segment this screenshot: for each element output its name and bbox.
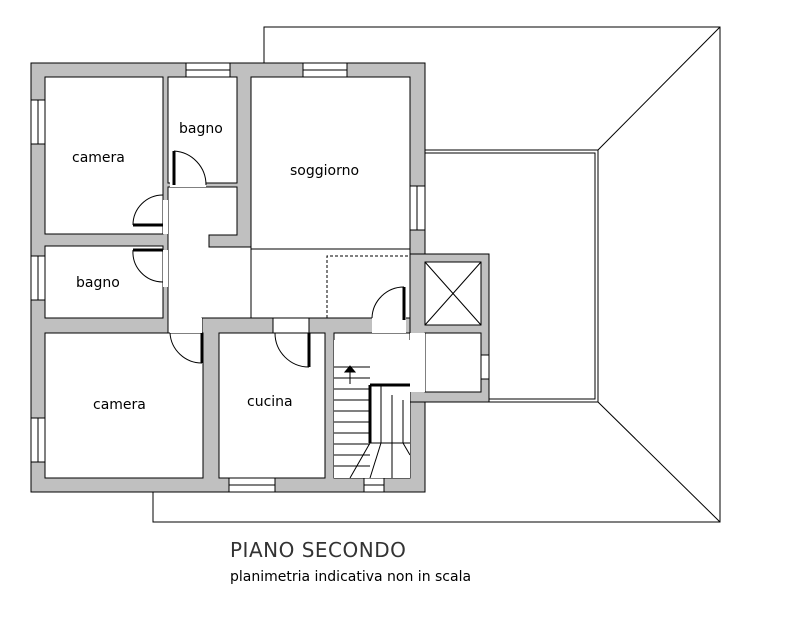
room-label-camera-bottom: camera [93, 397, 146, 413]
staircase [334, 340, 411, 479]
room-label-soggiorno: soggiorno [290, 163, 359, 179]
room-label-camera-top: camera [72, 150, 125, 166]
doors [132, 150, 408, 368]
roof-outline [152, 26, 721, 523]
service-block [409, 253, 490, 403]
plan-title: PIANO SECONDO [230, 538, 407, 562]
room-label-cucina: cucina [247, 394, 293, 410]
room-label-bagno-left: bagno [76, 275, 120, 291]
room-label-bagno-top: bagno [179, 121, 223, 137]
plan-subtitle: planimetria indicativa non in scala [230, 569, 472, 585]
windows [30, 62, 490, 493]
